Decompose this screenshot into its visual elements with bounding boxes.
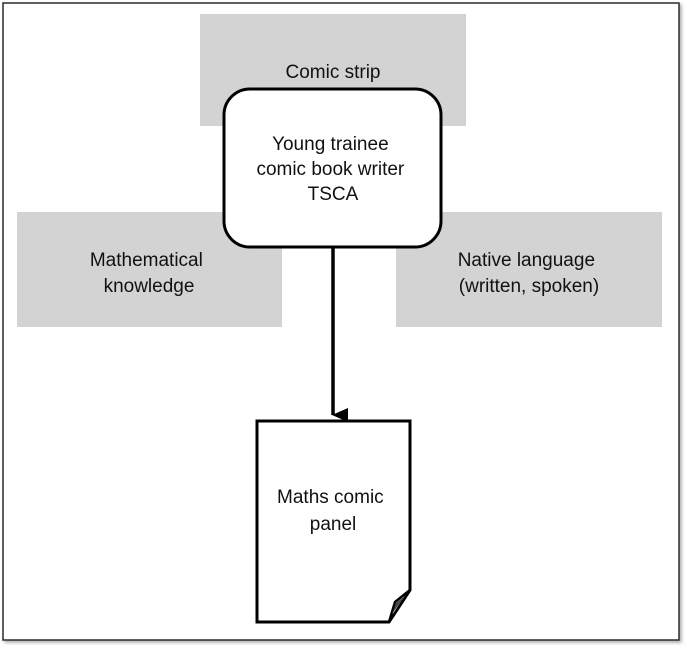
document-fold-shade [392,596,405,614]
mathematical-knowledge-label: Mathematical knowledge [90,250,208,297]
mathematical-knowledge-line-1: Mathematical [90,250,203,271]
comic-strip-label: Comic strip [285,62,380,83]
maths-comic-panel-label: Maths comic panel [277,487,389,535]
maths-comic-panel-document: Maths comic panel [255,419,412,624]
writer-line-3: TSCA [308,184,359,205]
mathematical-knowledge-line-2: knowledge [104,276,195,297]
writer-line-2: comic book writer [256,159,404,180]
native-language-line-1: Native language [458,250,595,271]
document-fold-corner [387,588,412,624]
maths-comic-panel-line-2: panel [310,514,357,535]
maths-comic-panel-line-1: Maths comic [277,487,384,508]
writer-label: Young trainee comic book writer TSCA [256,134,409,205]
native-language-label: Native language (written, spoken) [458,250,601,297]
native-language-line-2: (written, spoken) [459,276,599,297]
writer-line-1: Young trainee [272,134,389,155]
writer-box: Young trainee comic book writer TSCA [222,87,443,249]
